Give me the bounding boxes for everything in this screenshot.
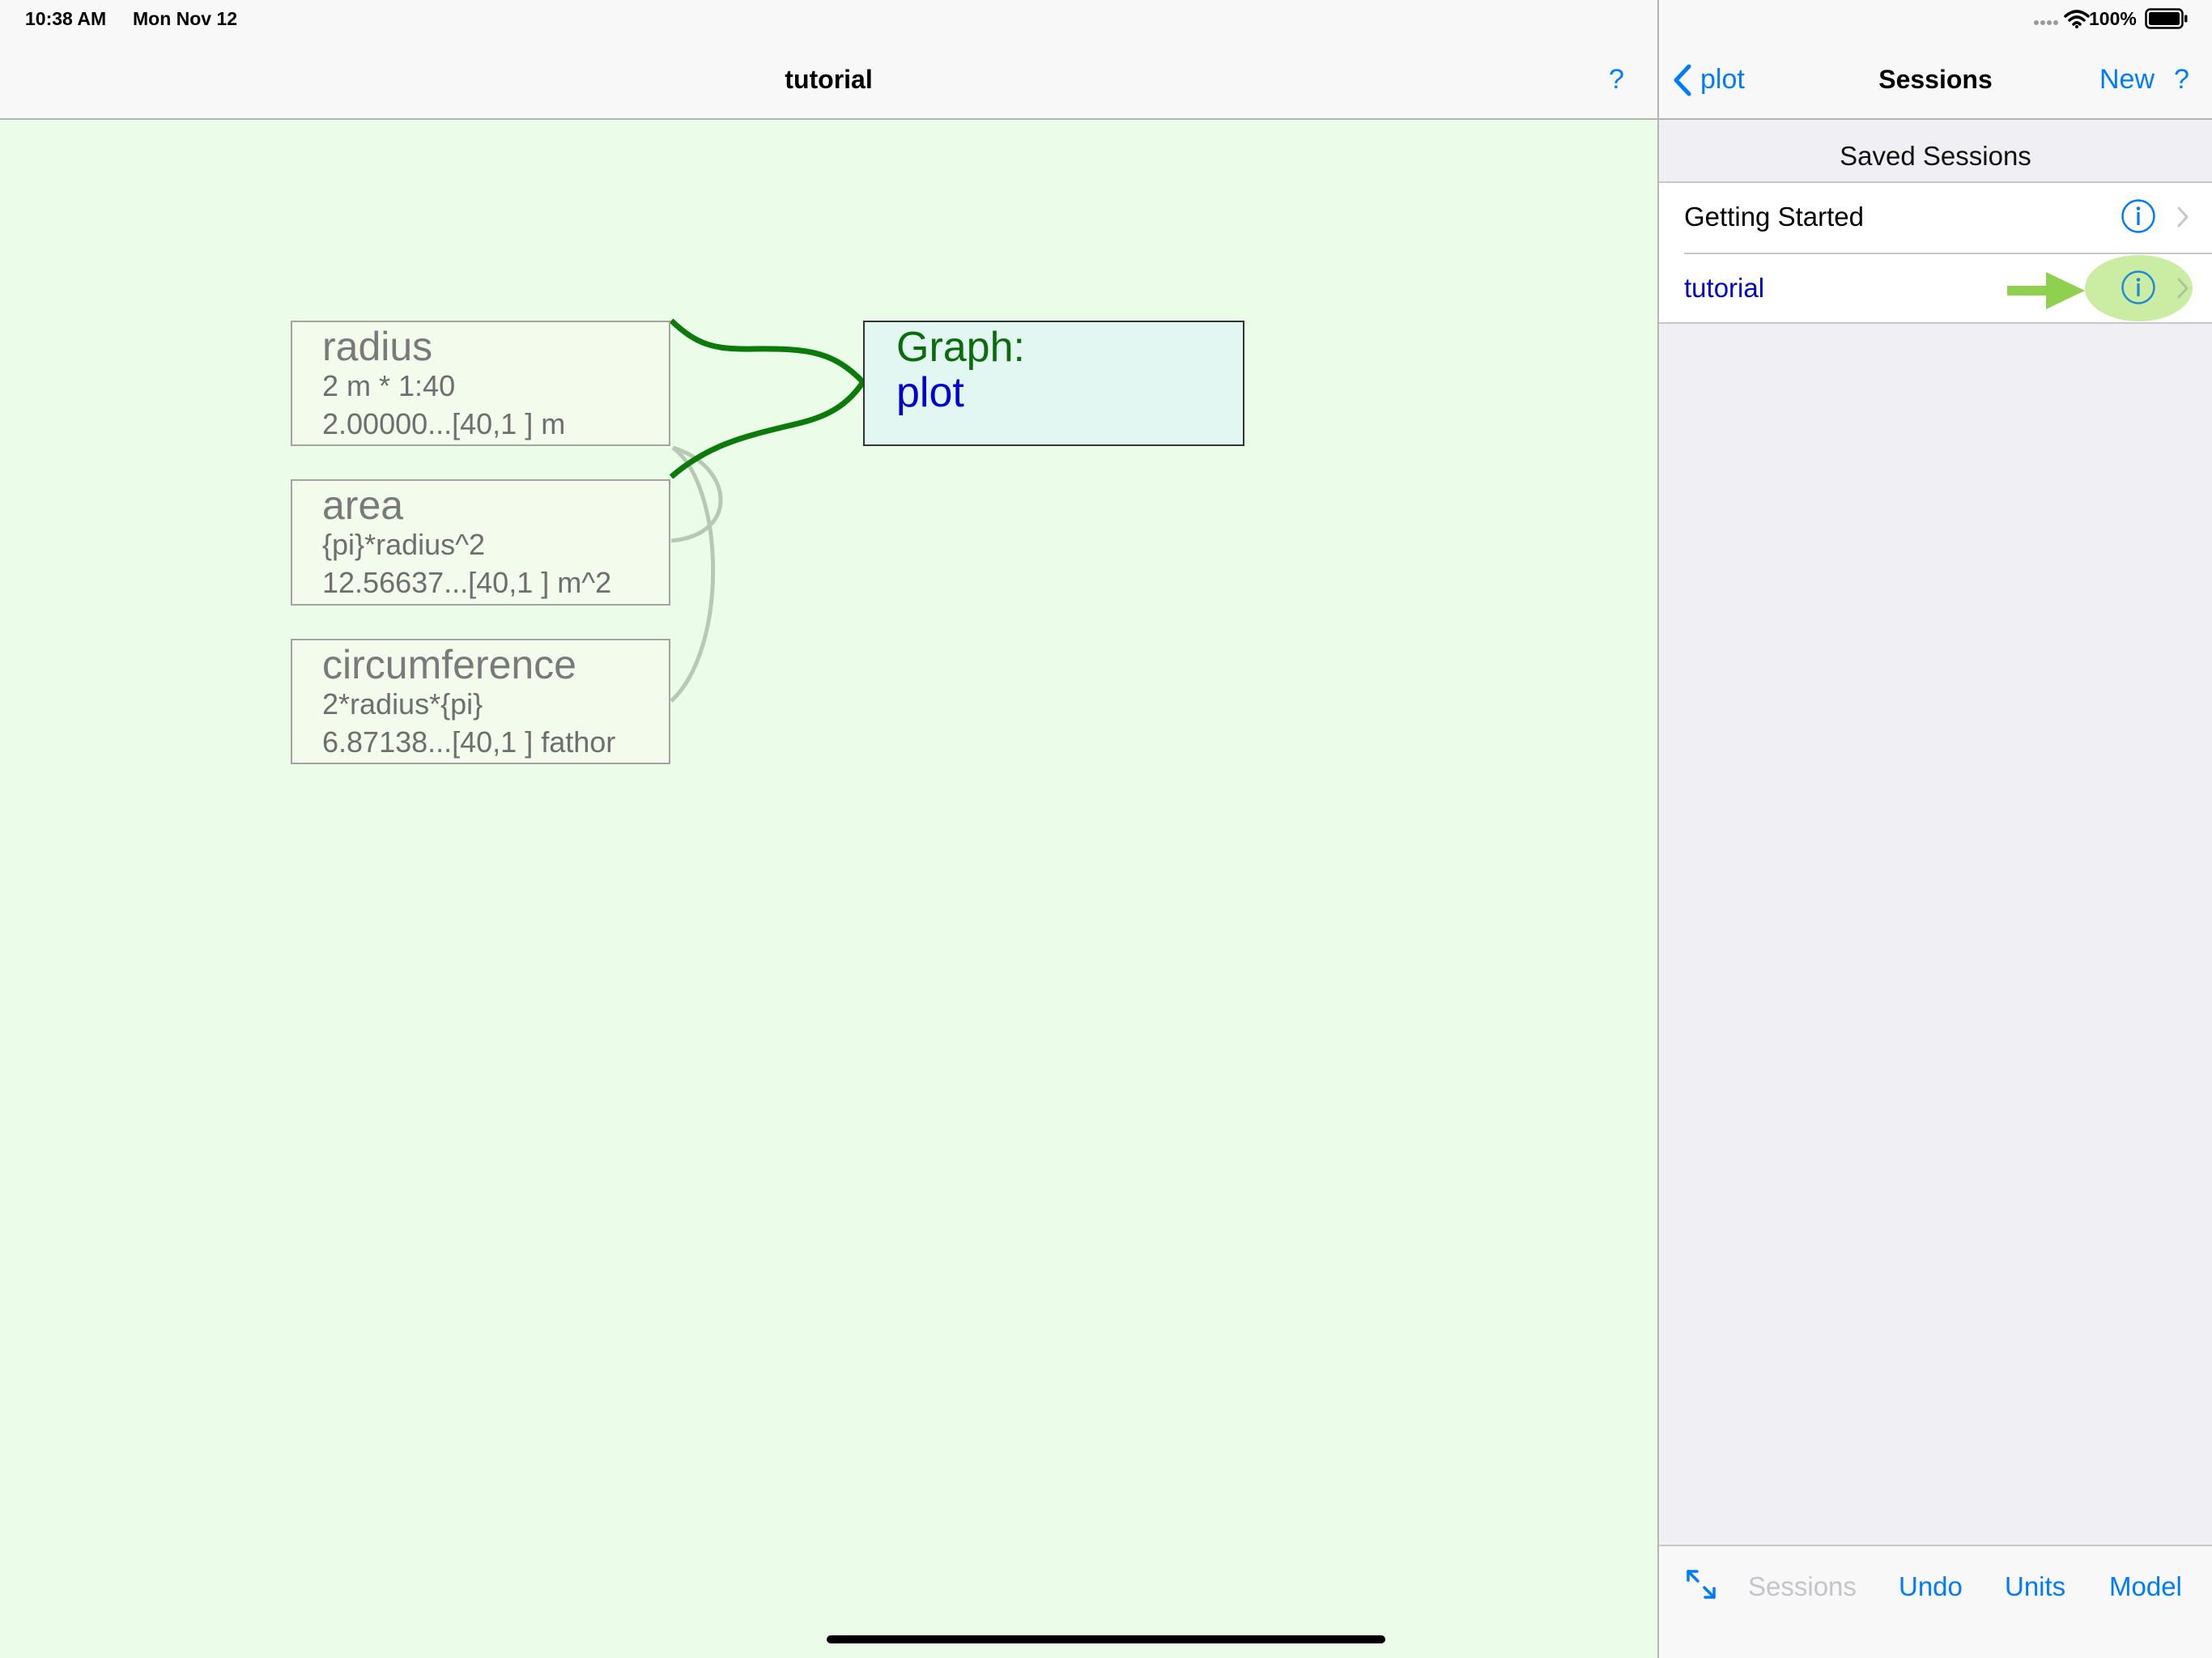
session-name: Getting Started	[1684, 202, 1864, 232]
link-line-area-graph	[669, 380, 866, 479]
bottom-toolbar: Sessions Undo Units Model	[1659, 1545, 2212, 1658]
node-value: 2.00000...[40,1 ] m	[322, 407, 566, 440]
sessions-nav-bar: 100% plot Sessions New ?	[1659, 0, 2212, 120]
node-title: radius	[322, 324, 433, 369]
chevron-right-icon	[2177, 278, 2189, 299]
node-title: area	[322, 483, 404, 528]
node-value: 12.56637...[40,1 ] m^2	[322, 566, 612, 599]
new-session-button[interactable]: New	[2099, 64, 2155, 95]
toolbar-sessions-button[interactable]: Sessions	[1748, 1571, 1857, 1601]
saved-sessions-list: Getting Started tutorial	[1659, 181, 2212, 324]
battery-percentage: 100%	[2089, 8, 2137, 29]
chevron-left-icon[interactable]	[1671, 63, 1694, 97]
info-icon[interactable]	[2121, 270, 2156, 305]
canvas-nav-bar: 10:38 AM Mon Nov 12 tutorial ?	[0, 0, 1657, 120]
back-to-plot-button[interactable]: plot	[1700, 64, 1745, 95]
canvas-help-button[interactable]: ?	[1609, 64, 1624, 95]
node-circumference[interactable]: circumference 2*radius*{pi} 6.87138...[4…	[291, 639, 670, 764]
connection-lines	[669, 318, 866, 703]
graph-name: plot	[896, 369, 964, 416]
chevron-right-icon	[2177, 206, 2189, 227]
saved-sessions-header: Saved Sessions	[1840, 141, 2031, 171]
session-row-tutorial[interactable]: tutorial	[1659, 254, 2212, 324]
sessions-help-button[interactable]: ?	[2174, 64, 2189, 95]
toolbar-units-button[interactable]: Units	[2005, 1571, 2066, 1601]
canvas-title: tutorial	[785, 65, 873, 94]
model-canvas-pane: 10:38 AM Mon Nov 12 tutorial ? radius 2 …	[0, 0, 1657, 764]
sessions-title: Sessions	[1878, 65, 1993, 94]
node-title: circumference	[322, 642, 576, 687]
graph-label: Graph:	[896, 324, 1025, 371]
session-row-getting-started[interactable]: Getting Started	[1659, 183, 2212, 254]
home-indicator[interactable]	[827, 1635, 1385, 1643]
node-formula: 2*radius*{pi}	[322, 687, 483, 721]
split-divider[interactable]	[1657, 0, 1659, 1658]
dependency-line-area-radius	[670, 445, 723, 543]
info-icon[interactable]	[2121, 198, 2156, 234]
sessions-pane: 100% plot Sessions New ? Saved Sessions …	[1659, 0, 2212, 1658]
wifi-icon	[2064, 10, 2090, 28]
session-name: tutorial	[1684, 273, 1765, 303]
battery-icon	[2145, 8, 2188, 29]
node-formula: {pi}*radius^2	[322, 528, 486, 561]
status-time: 10:38 AM	[25, 8, 107, 29]
node-area[interactable]: area {pi}*radius^2 12.56637...[40,1 ] m^…	[291, 479, 670, 606]
link-line-radius-graph	[669, 318, 866, 385]
node-value: 6.87138...[40,1 ] fathor	[322, 725, 616, 759]
toolbar-undo-button[interactable]: Undo	[1899, 1571, 1963, 1601]
dependency-line-circumference-radius	[670, 445, 716, 703]
expand-arrows-icon[interactable]	[1682, 1566, 1720, 1603]
node-formula: 2 m * 1:40	[322, 369, 456, 402]
status-date: Mon Nov 12	[133, 8, 238, 29]
row-separator	[1684, 253, 2212, 254]
node-radius[interactable]: radius 2 m * 1:40 2.00000...[40,1 ] m	[291, 321, 670, 446]
signal-dots-icon	[2034, 20, 2058, 25]
toolbar-model-button[interactable]: Model	[2109, 1571, 2182, 1601]
pointer-arrow-icon	[2007, 272, 2085, 309]
node-graph-plot[interactable]: Graph: plot	[863, 321, 1244, 446]
